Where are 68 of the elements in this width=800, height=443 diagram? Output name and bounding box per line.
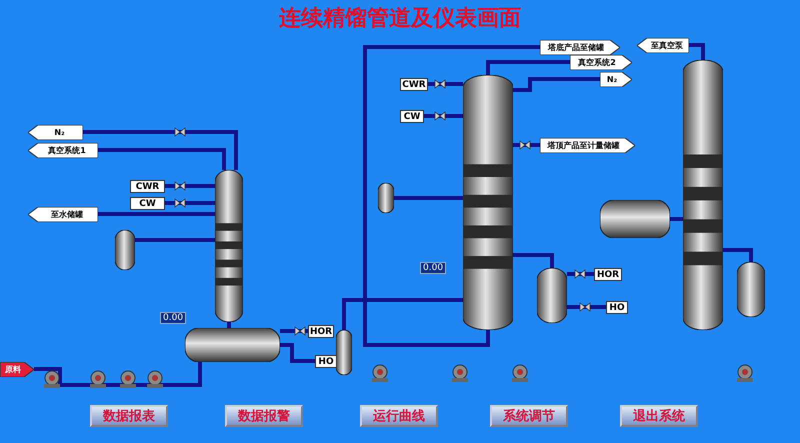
arrow-tag [28, 207, 98, 222]
label-tag: CW [130, 197, 165, 210]
pipe [227, 322, 231, 328]
label-tag: HOR [308, 325, 334, 338]
pipe [98, 148, 226, 170]
arrow-tag [0, 362, 34, 377]
tag-text: 塔底产品至储罐 [548, 42, 604, 53]
tag-text: N₂ [54, 128, 65, 137]
arrow-tag [28, 143, 98, 158]
pipe [280, 329, 308, 333]
pipe [513, 253, 554, 268]
tag-text: 真空系统2 [578, 57, 616, 68]
pipe [342, 298, 463, 330]
pipe [165, 184, 215, 188]
vessel-drawing [115, 230, 135, 270]
pipe [689, 43, 705, 60]
menu-button: 数据报表 [90, 405, 168, 427]
vessel-drawing [737, 262, 765, 317]
pipe [428, 82, 463, 86]
arrow-tag [570, 55, 632, 70]
label-tag: HO [606, 301, 628, 314]
label-tag: CW [400, 110, 424, 123]
arrow-tag [540, 40, 620, 55]
pipe [280, 343, 315, 363]
pipe [165, 201, 215, 205]
arrow-tag [540, 138, 635, 153]
pipe [424, 114, 463, 118]
label-tag: CWR [130, 180, 165, 193]
pipe [567, 272, 594, 276]
tag-text: 真空系统1 [48, 145, 86, 156]
tag-text: 原料 [5, 364, 21, 375]
tag-text: 至真空泵 [651, 40, 683, 51]
arrow-tag [637, 38, 689, 53]
vessel-drawing [463, 75, 513, 330]
menu-button: 数据报警 [225, 405, 303, 427]
label-tag: HOR [594, 268, 622, 281]
readout-value: 0.00 [420, 262, 446, 274]
pipe [135, 238, 215, 242]
vessel-drawing [378, 183, 394, 213]
pipe [513, 143, 540, 147]
pipe [363, 45, 540, 347]
pipe [670, 217, 683, 221]
tag-text: 塔顶产品至计量储罐 [548, 140, 620, 151]
menu-button: 运行曲线 [360, 405, 438, 427]
tag-text: N₂ [606, 75, 618, 84]
pipe [723, 248, 753, 262]
pipe [513, 77, 600, 92]
pipe [567, 305, 606, 309]
pipe [34, 362, 202, 387]
vessel-drawing [683, 60, 723, 330]
diagram-title: 连续精馏管道及仪表画面 [279, 5, 521, 31]
readout-value: 0.00 [160, 312, 186, 324]
vessel-drawing [537, 268, 567, 323]
label-tag: HO [315, 355, 337, 368]
menu-button: 系统调节 [490, 405, 568, 427]
menu-button: 退出系统 [620, 405, 698, 427]
pipe [98, 212, 215, 216]
pipe [486, 60, 570, 75]
arrow-tag [600, 72, 632, 87]
tag-text: 至水储罐 [51, 209, 83, 220]
label-tag: CWR [400, 78, 428, 91]
vessel-drawing [215, 170, 243, 322]
arrow-tag [28, 125, 83, 140]
horizontal-tank-drawing [185, 328, 280, 362]
horizontal-tank-drawing [600, 200, 670, 238]
vessel-drawing [336, 330, 352, 375]
pipe [394, 196, 463, 200]
pipe [83, 130, 238, 170]
